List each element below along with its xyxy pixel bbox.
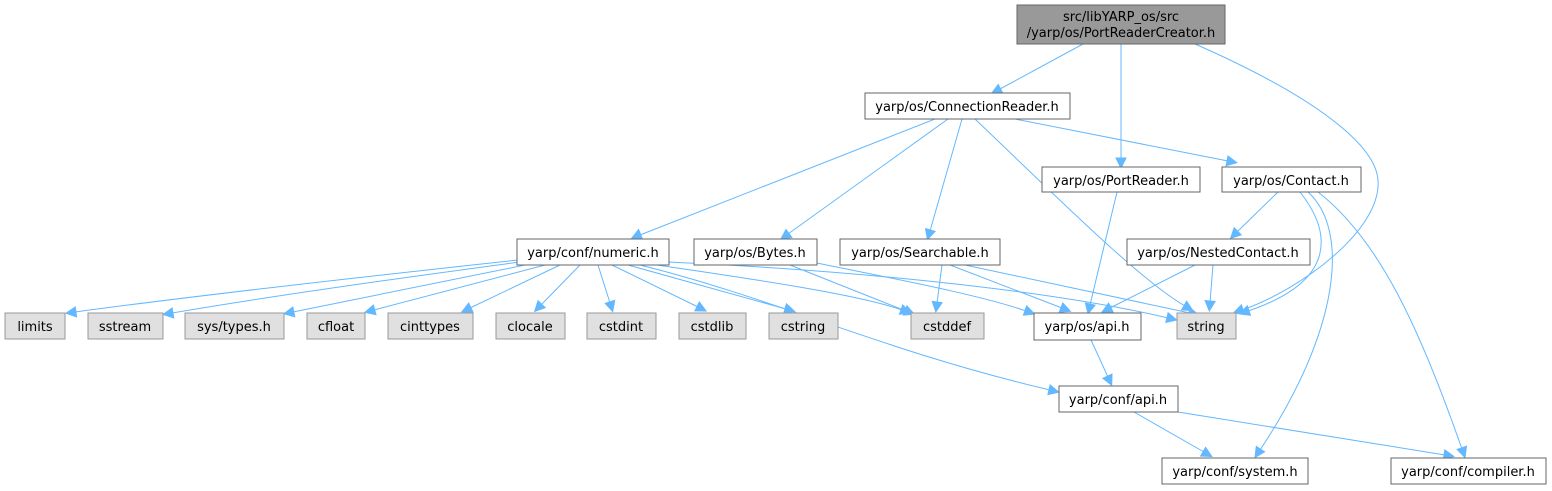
edge-connectionreader-bytes xyxy=(779,118,949,240)
edge-connectionreader-numeric xyxy=(630,118,936,240)
edge-numeric-cstring xyxy=(627,264,796,315)
edge-connectionreader-contact xyxy=(1014,118,1238,167)
node-confapi[interactable]: yarp/conf/api.h xyxy=(1058,385,1179,413)
node-connectionreader[interactable]: yarp/os/ConnectionReader.h xyxy=(864,92,1071,120)
node-cstdint-label: cstdint xyxy=(599,320,643,335)
node-portreadercreator[interactable]: src/libYARP_os/src /yarp/os/PortReaderCr… xyxy=(1016,4,1226,45)
edge-connectionreader-searchable xyxy=(924,118,963,241)
edge-contact-compiler xyxy=(1317,191,1468,459)
node-cstring[interactable]: cstring xyxy=(768,312,839,340)
node-sstream-label: sstream xyxy=(99,320,151,335)
node-portreader[interactable]: yarp/os/PortReader.h xyxy=(1041,166,1201,193)
edge-numeric-sstream xyxy=(161,261,521,319)
edge-osapi-confapi xyxy=(1090,339,1113,387)
edges-layer xyxy=(64,43,1468,461)
node-compiler-label: yarp/conf/compiler.h xyxy=(1401,465,1535,480)
node-cstddef[interactable]: cstddef xyxy=(910,312,985,340)
node-cfloat-label: cfloat xyxy=(318,320,354,335)
node-connectionreader-label: yarp/os/ConnectionReader.h xyxy=(875,100,1059,115)
edge-numeric-systypes xyxy=(282,263,531,318)
node-compiler[interactable]: yarp/conf/compiler.h xyxy=(1390,457,1547,485)
edge-nestedcontact-string xyxy=(1204,264,1216,313)
node-osapi[interactable]: yarp/os/api.h xyxy=(1033,312,1142,341)
edge-contact-string xyxy=(1238,191,1322,316)
node-portreadercreator-label-line2: /yarp/os/PortReaderCreator.h xyxy=(1027,26,1216,41)
node-string[interactable]: string xyxy=(1176,312,1237,340)
edge-portreader-osapi xyxy=(1084,191,1118,315)
node-cstdlib[interactable]: cstdlib xyxy=(678,312,747,340)
node-cstddef-label: cstddef xyxy=(923,320,972,335)
node-limits[interactable]: limits xyxy=(4,312,66,340)
node-searchable[interactable]: yarp/os/Searchable.h xyxy=(839,238,1001,266)
edge-confapi-system xyxy=(1133,411,1213,458)
edge-numeric-string xyxy=(667,261,1178,324)
nodes-layer: src/libYARP_os/src /yarp/os/PortReaderCr… xyxy=(4,4,1547,485)
edge-contact-nestedcontact xyxy=(1229,191,1279,240)
node-clocale-label: clocale xyxy=(507,320,552,335)
node-cinttypes-label: cinttypes xyxy=(400,320,460,335)
node-portreader-label: yarp/os/PortReader.h xyxy=(1053,174,1189,189)
node-confapi-label: yarp/conf/api.h xyxy=(1069,393,1167,408)
node-contact-label: yarp/os/Contact.h xyxy=(1233,174,1349,189)
edge-bytes-osapi xyxy=(811,261,1036,316)
edge-contact-system xyxy=(1254,191,1333,459)
node-bytes[interactable]: yarp/os/Bytes.h xyxy=(693,238,818,266)
node-cinttypes[interactable]: cinttypes xyxy=(387,312,474,340)
edge-numeric-cinttypes xyxy=(460,264,561,313)
edge-numeric-cstddef xyxy=(649,263,912,315)
node-cfloat[interactable]: cfloat xyxy=(306,312,366,340)
edge-nestedcontact-osapi xyxy=(1101,264,1196,313)
edge-numeric-cstdint xyxy=(597,264,616,313)
edge-searchable-cstddef xyxy=(931,264,943,314)
node-nestedcontact-label: yarp/os/NestedContact.h xyxy=(1137,246,1299,261)
edge-numeric-limits xyxy=(64,259,519,318)
node-clocale[interactable]: clocale xyxy=(495,312,566,340)
node-systypes[interactable]: sys/types.h xyxy=(184,312,285,340)
edge-numeric-cstdlib xyxy=(611,264,708,312)
node-bytes-label: yarp/os/Bytes.h xyxy=(704,246,806,261)
node-searchable-label: yarp/os/Searchable.h xyxy=(851,246,989,261)
node-system[interactable]: yarp/conf/system.h xyxy=(1161,457,1309,485)
edge-numeric-cfloat xyxy=(363,264,546,316)
edge-confapi-compiler xyxy=(1177,411,1456,461)
edge-numeric-clocale xyxy=(533,264,581,313)
node-cstring-label: cstring xyxy=(781,320,825,335)
node-cstdlib-label: cstdlib xyxy=(691,320,734,335)
node-systypes-label: sys/types.h xyxy=(197,320,271,335)
node-numeric-label: yarp/conf/numeric.h xyxy=(527,246,659,261)
node-numeric[interactable]: yarp/conf/numeric.h xyxy=(516,238,670,266)
node-cstdint[interactable]: cstdint xyxy=(586,312,657,340)
node-string-label: string xyxy=(1187,320,1224,335)
node-nestedcontact[interactable]: yarp/os/NestedContact.h xyxy=(1126,238,1311,266)
node-sstream[interactable]: sstream xyxy=(87,312,164,340)
node-contact[interactable]: yarp/os/Contact.h xyxy=(1221,166,1362,193)
node-system-label: yarp/conf/system.h xyxy=(1172,465,1297,480)
edge-portreadercreator-connectionreader xyxy=(990,43,1084,95)
edge-portreadercreator-portreader xyxy=(1115,44,1127,170)
node-osapi-label: yarp/os/api.h xyxy=(1045,320,1130,335)
node-portreadercreator-label-line1: src/libYARP_os/src xyxy=(1063,10,1179,25)
edge-searchable-osapi xyxy=(949,264,1072,313)
node-limits-label: limits xyxy=(17,320,53,335)
